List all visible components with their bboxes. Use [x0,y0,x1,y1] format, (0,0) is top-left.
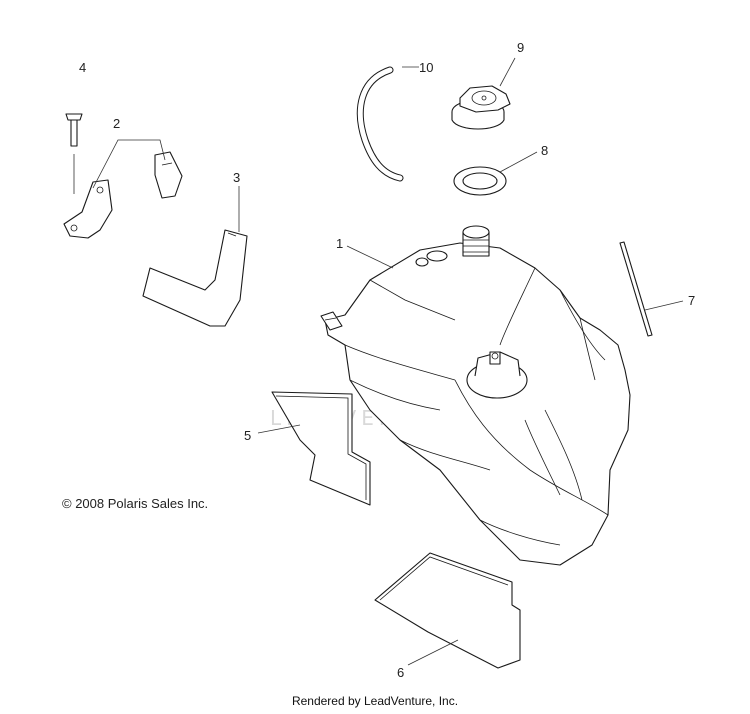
part-7-rod[interactable] [619,241,653,337]
callout-7: 7 [688,293,695,308]
part-5-pad[interactable] [271,391,371,506]
callout-9: 9 [517,40,524,55]
part-3-pad[interactable] [142,229,248,327]
callout-6: 6 [397,665,404,680]
callout-5: 5 [244,428,251,443]
callout-1: 1 [336,236,343,251]
callout-10: 10 [419,60,433,75]
part-8-gasket[interactable] [453,166,507,196]
part-9-fuel-cap[interactable] [451,85,511,130]
part-4-bolt[interactable] [65,113,83,194]
callout-2: 2 [113,116,120,131]
part-10-hose[interactable] [356,66,404,182]
callout-3: 3 [233,170,240,185]
footer-rendered-by: Rendered by LeadVenture, Inc. [291,694,459,708]
callout-labels: 1 2 3 4 5 6 7 8 9 10 [79,40,695,680]
part-6-skid-pad[interactable] [374,552,521,669]
part-2-brackets[interactable] [63,139,183,239]
part-1-fuel-tank[interactable] [320,225,631,566]
copyright-text: © 2008 Polaris Sales Inc. [62,496,209,511]
callout-8: 8 [541,143,548,158]
leader-lines [238,57,684,666]
callout-4: 4 [79,60,86,75]
